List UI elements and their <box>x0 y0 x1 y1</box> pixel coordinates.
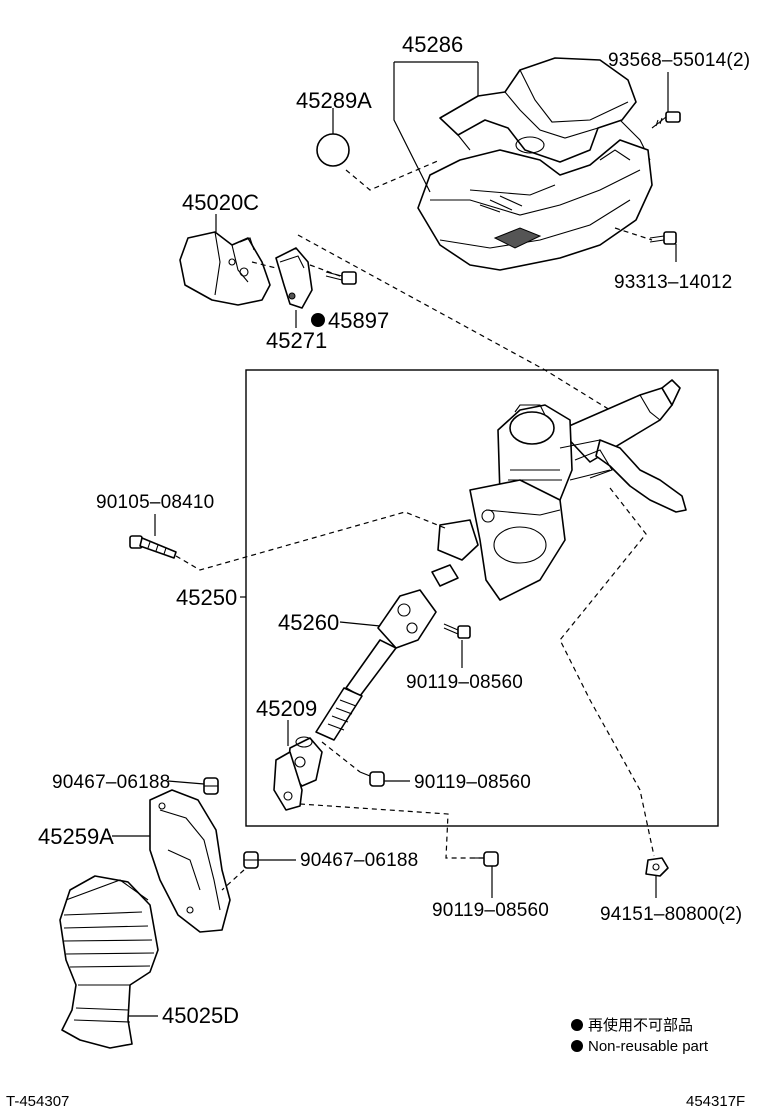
label-90467-lower: 90467–06188 <box>300 850 418 871</box>
assembly-frame <box>245 369 719 827</box>
intermediate-shaft-drawing <box>315 589 437 741</box>
label-45259a: 45259A <box>38 824 114 849</box>
label-90119-upper: 90119–08560 <box>406 672 523 693</box>
label-90119-middle: 90119–08560 <box>414 772 531 793</box>
bolt-90119-lower-drawing <box>474 851 499 867</box>
label-90467-upper: 90467–06188 <box>52 772 170 793</box>
label-45250: 45250 <box>176 585 237 610</box>
label-90119-lower: 90119–08560 <box>432 900 549 921</box>
label-45286: 45286 <box>402 32 463 57</box>
nut-94151-drawing <box>645 857 669 877</box>
label-93313: 93313–14012 <box>614 272 732 293</box>
legend-text-en: Non-reusable part <box>588 1038 709 1055</box>
column-cover-drawing <box>417 57 653 271</box>
bracket-45020c-drawing <box>179 231 271 306</box>
label-90105: 90105–08410 <box>96 492 214 513</box>
legend-text-jp: 再使用不可部品 <box>588 1017 693 1034</box>
clip-90467-lower-drawing <box>243 851 259 869</box>
screw-93313-drawing <box>649 231 677 245</box>
label-45271: 45271 <box>266 328 327 353</box>
label-45020c: 45020C <box>182 190 259 215</box>
label-93568: 93568–55014(2) <box>608 50 750 71</box>
label-45897: 45897 <box>328 308 389 333</box>
bolt-90105-drawing <box>129 535 177 559</box>
label-94151: 94151–80800(2) <box>600 904 742 925</box>
non-reusable-marker-45897 <box>311 313 325 327</box>
legend-marker-en <box>571 1040 583 1052</box>
cap-45289a-drawing <box>316 133 350 167</box>
universal-joint-45209-drawing <box>273 736 323 811</box>
leader-lines <box>112 61 677 1017</box>
label-45289a: 45289A <box>296 88 372 113</box>
label-45209: 45209 <box>256 696 317 721</box>
footer-left-code: T-454307 <box>6 1093 69 1110</box>
legend-marker-jp <box>571 1019 583 1031</box>
cover-45259a-drawing <box>149 789 231 933</box>
boot-45025d-drawing <box>59 875 159 1049</box>
screw-93568-drawing <box>651 111 681 129</box>
legend: 再使用不可部品 Non-reusable part <box>571 1017 709 1055</box>
bolt-90119-middle-drawing <box>359 771 385 787</box>
label-45260: 45260 <box>278 610 339 635</box>
clip-90467-upper-drawing <box>203 777 219 795</box>
clamp-45271-drawing <box>275 247 313 309</box>
label-45025d: 45025D <box>162 1003 239 1028</box>
bolt-90119-upper-drawing <box>443 623 471 639</box>
footer-right-code: 454317F <box>686 1093 745 1110</box>
bolt-45897-drawing <box>325 271 357 285</box>
steering-column-drawing <box>431 379 687 601</box>
